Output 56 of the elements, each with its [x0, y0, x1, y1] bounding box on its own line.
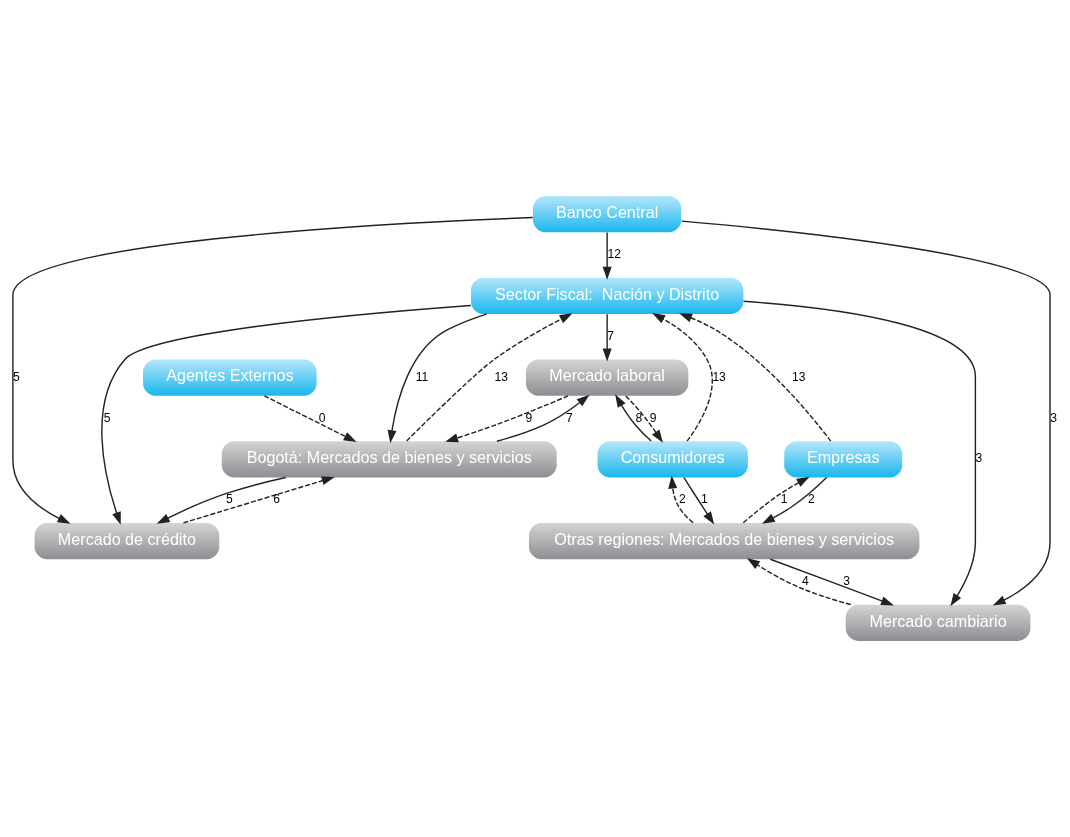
- node-box: Banco Central: [533, 196, 682, 233]
- edge-label: 1: [780, 492, 788, 507]
- arrow: [761, 476, 828, 524]
- arrow: [182, 476, 335, 524]
- edge-label: 3: [1050, 410, 1057, 425]
- edge-label: 2: [678, 492, 686, 507]
- arrow: [445, 395, 569, 443]
- node-box: Agentes Externos: [143, 359, 317, 396]
- edge-label: 4: [802, 574, 809, 589]
- edge-label: 11: [415, 369, 429, 384]
- edge-label: 1: [701, 492, 708, 507]
- edge-label: 6: [273, 492, 281, 507]
- node-box: Sector Fiscal: Nación y Distrito: [470, 277, 744, 315]
- arrow: [387, 313, 488, 444]
- arrow: [602, 313, 612, 362]
- edge-label: 7: [607, 328, 615, 343]
- node-box: Mercado cambiario: [845, 604, 1031, 641]
- edge-label: 9: [649, 410, 657, 425]
- edge-label: 7: [565, 410, 573, 425]
- arrow: [769, 558, 894, 606]
- node-box: Mercado de crédito: [34, 522, 220, 560]
- arrow: [156, 476, 287, 524]
- node-box: Otras regiones: Mercados de bienes y servicios: [528, 522, 920, 560]
- arrow: [679, 313, 832, 442]
- node-box: Mercado laboral: [525, 359, 689, 396]
- arrow: [263, 395, 357, 443]
- edge-label: 5: [225, 492, 233, 507]
- edge-label: 0: [318, 410, 326, 425]
- arrow: [602, 231, 612, 280]
- edge-label: 13: [712, 369, 726, 384]
- edge-label: 3: [975, 451, 983, 466]
- edge-label: 12: [607, 247, 621, 262]
- edge-label: 5: [103, 410, 111, 425]
- node-box: Consumidores: [597, 441, 748, 478]
- edge-label: 2: [808, 492, 815, 507]
- arrow: [615, 394, 652, 442]
- edge-label: 5: [13, 369, 20, 384]
- edge-label: 9: [525, 410, 533, 425]
- arrow: [101, 304, 472, 525]
- arrow: [496, 394, 590, 442]
- arrow: [12, 216, 534, 524]
- arrow: [742, 300, 977, 607]
- node-box: Bogotá: Mercados de bienes y servicios: [221, 441, 557, 478]
- arrow: [681, 220, 1051, 606]
- arrow: [652, 313, 713, 442]
- edge-label: 13: [792, 369, 806, 384]
- arrow: [746, 558, 852, 606]
- arrow: [668, 475, 694, 524]
- edge-label: 13: [494, 369, 508, 384]
- arrow: [405, 313, 573, 442]
- edge-label: 8: [635, 410, 643, 425]
- node-box: Empresas: [784, 441, 903, 478]
- edge-label: 3: [843, 574, 851, 589]
- arrow: [742, 476, 810, 524]
- arrow: [683, 476, 715, 525]
- arrow: [625, 395, 663, 443]
